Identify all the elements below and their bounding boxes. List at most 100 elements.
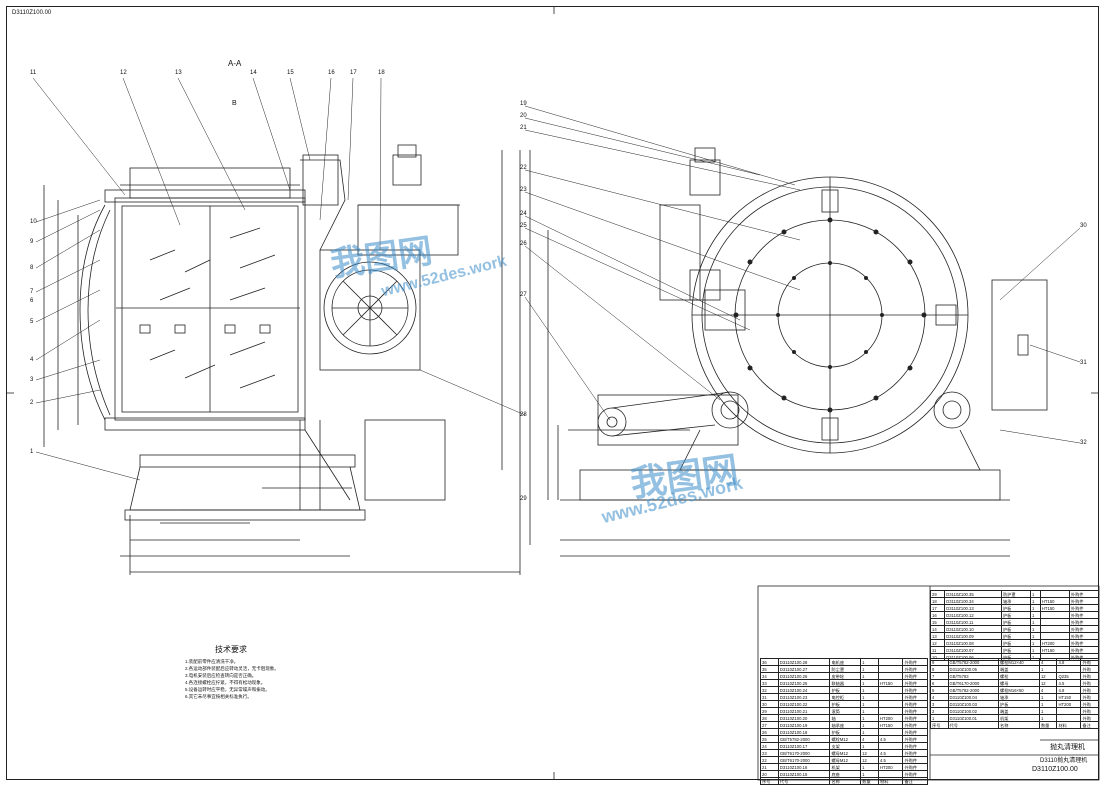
callout-22: 22 (520, 165, 527, 171)
parts-cell-no: 27 (760, 721, 779, 729)
parts-cell-note: 外购件 (902, 700, 928, 708)
parts-cell-qty: 12 (1038, 679, 1058, 687)
parts-cell-no: 7 (930, 672, 949, 680)
parts-cell-mat: Q235 (1056, 672, 1082, 680)
parts-cell-note: 外购件 (1068, 597, 1100, 605)
callout-16: 16 (328, 70, 335, 76)
parts-cell-mat: 4.5 (878, 756, 904, 764)
parts-cell-note: 外购件 (1068, 632, 1100, 640)
parts-cell-mat: HT150 (1056, 693, 1082, 701)
parts-cell-mat (1039, 611, 1070, 619)
parts-cell-note: 外购件 (902, 749, 928, 757)
parts-cell-note: 外购件 (902, 742, 928, 750)
parts-cell-name: 螺母M12 (829, 749, 862, 757)
parts-cell-name: 端盖 (998, 707, 1040, 715)
parts-cell-name: 机架 (998, 714, 1040, 722)
parts-cell-no: 6 (930, 679, 949, 687)
parts-cell-qty: 12 (860, 756, 880, 764)
parts-cell-note: 外购件 (902, 658, 928, 666)
parts-header-mat: 材料 (1056, 721, 1082, 729)
parts-cell-note: 外购 (1080, 679, 1099, 687)
parts-cell-code: D3110Z100.25 (777, 679, 831, 687)
parts-cell-code: D3110Z100.35 (944, 590, 1002, 598)
parts-cell-name: 支架 (829, 742, 862, 750)
parts-cell-name: 机架 (829, 763, 862, 771)
parts-cell-note: 外购 (1080, 714, 1099, 722)
parts-cell-code: GB/T5783 (947, 672, 1000, 680)
parts-cell-mat (878, 770, 904, 778)
parts-cell-note: 外购件 (902, 693, 928, 701)
parts-cell-mat: 4.5 (878, 749, 904, 757)
right-front-view (529, 147, 1048, 557)
callout-14: 14 (250, 70, 257, 76)
callout-13: 13 (175, 70, 182, 76)
parts-cell-name: 轴承 (1000, 597, 1031, 605)
parts-cell-note: 外购件 (1068, 604, 1100, 612)
parts-header-qty: 数量 (1038, 721, 1058, 729)
parts-cell-mat (878, 693, 904, 701)
parts-cell-code: D3110Z100.28 (777, 658, 831, 666)
parts-cell-name: 螺母 (998, 679, 1040, 687)
callout-10: 10 (30, 219, 37, 225)
parts-header-code: 代号 (947, 721, 1000, 729)
parts-header-mat: 材料 (878, 777, 904, 785)
callout-24: 24 (520, 211, 527, 217)
note-line: 6.其它未尽事宜按相关标准执行。 (185, 694, 252, 699)
parts-cell-mat (878, 658, 904, 666)
parts-cell-mat (1039, 618, 1070, 626)
parts-cell-code: D3110Z100.27 (777, 665, 831, 673)
parts-cell-no: 24 (760, 742, 779, 750)
parts-cell-note: 外购件 (902, 665, 928, 673)
parts-cell-no: 1 (930, 714, 949, 722)
callout-9: 9 (30, 239, 34, 245)
parts-cell-qty: 1 (1038, 700, 1058, 708)
parts-cell-note: 外购 (1080, 686, 1099, 694)
parts-cell-code: D3110Z100.20 (777, 714, 831, 722)
parts-cell-mat (878, 700, 904, 708)
parts-cell-note: 外购件 (902, 686, 928, 694)
parts-cell-code: D3110Z100.08 (944, 639, 1002, 647)
drawing-number: D3110Z100.00 (1032, 766, 1078, 773)
parts-cell-qty: 1 (1029, 625, 1041, 633)
parts-cell-code: D3110Z100.09 (944, 632, 1002, 640)
parts-cell-no: 25 (760, 735, 779, 743)
parts-cell-name: 螺母M12 (829, 756, 862, 764)
callout-2: 2 (30, 400, 34, 406)
callout-15: 15 (287, 70, 294, 76)
parts-cell-name: 皮带轮 (829, 672, 862, 680)
parts-cell-no: 33 (760, 679, 779, 687)
section-label: A-A (228, 59, 242, 68)
parts-cell-qty: 1 (1038, 707, 1058, 715)
parts-cell-mat: HT150 (878, 721, 904, 729)
parts-cell-mat: HT150 (1039, 604, 1070, 612)
parts-cell-qty: 4 (1038, 658, 1058, 666)
parts-cell-qty: 1 (1029, 632, 1041, 640)
parts-cell-mat: HT150 (1039, 646, 1070, 654)
parts-cell-qty: 1 (1029, 646, 1041, 654)
parts-cell-name: 护板 (1000, 646, 1031, 654)
parts-cell-note: 外购件 (1068, 625, 1100, 633)
parts-cell-mat: 4.8 (1056, 686, 1082, 694)
parts-cell-code: D3110Z100.22 (777, 700, 831, 708)
parts-cell-qty: 1 (1029, 590, 1041, 598)
callout-7: 7 (30, 289, 34, 295)
parts-cell-code: D3110Z100.18 (777, 728, 831, 736)
parts-cell-qty: 1 (860, 714, 880, 722)
callout-32: 32 (1080, 440, 1087, 446)
parts-cell-qty: 1 (860, 665, 880, 673)
parts-cell-mat: 4.5 (878, 735, 904, 743)
note-line: 1.装配前零件应清洗干净。 (185, 659, 239, 664)
callout-6: 6 (30, 298, 34, 304)
